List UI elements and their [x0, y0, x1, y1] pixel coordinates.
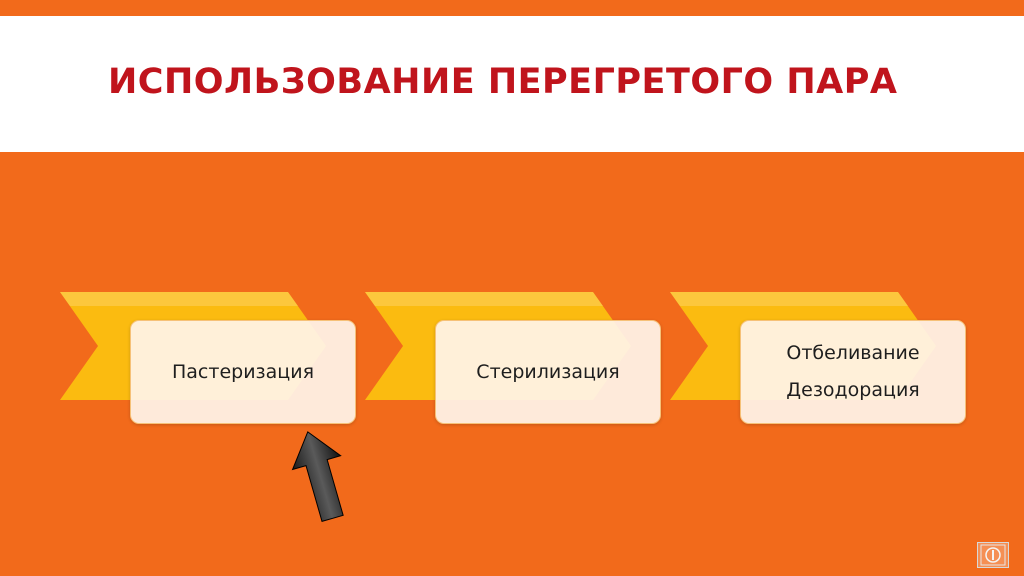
step-card: Отбеливание Дезодорация	[740, 320, 966, 424]
step-label: Стерилизация	[476, 360, 620, 383]
step-label: Дезодорация	[786, 379, 920, 401]
process-step-2: Стерилизация	[365, 292, 665, 427]
slide-nav-button[interactable]	[977, 542, 1009, 568]
step-label: Отбеливание	[786, 342, 920, 364]
title-band	[0, 16, 1024, 152]
step-card: Стерилизация	[435, 320, 661, 424]
process-step-1: Пастеризация	[60, 292, 360, 427]
step-label: Пастеризация	[172, 360, 314, 383]
slide-title: ИСПОЛЬЗОВАНИЕ ПЕРЕГРЕТОГО ПАРА	[108, 62, 898, 102]
black-arrow-up-icon	[291, 431, 344, 523]
slide-action-icon	[980, 544, 1006, 566]
step-card: Пастеризация	[130, 320, 356, 424]
process-step-3: Отбеливание Дезодорация	[670, 292, 970, 427]
